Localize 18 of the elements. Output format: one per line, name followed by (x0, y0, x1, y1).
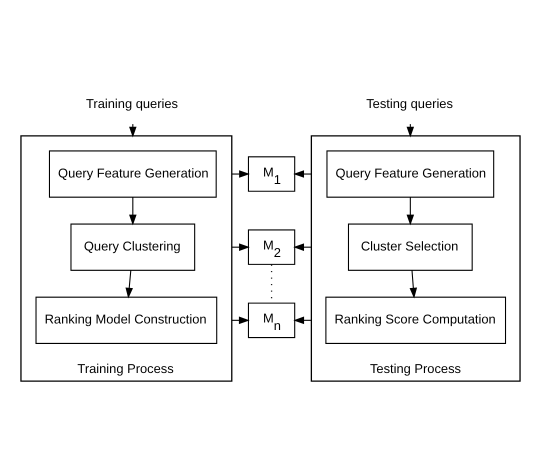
node-text: Testing queries (366, 96, 453, 111)
node-box: Query Feature Generation (326, 150, 494, 198)
node-box: Query Feature Generation (48, 150, 217, 198)
arrow (406, 197, 414, 226)
node-box: Ranking Score Computation (325, 296, 506, 344)
arrow (125, 270, 133, 299)
arrow (293, 170, 312, 178)
cluster (310, 135, 521, 382)
node-text: Training queries (86, 96, 178, 111)
node-box: Cluster Selection (348, 224, 473, 271)
node-box: Query Clustering (70, 224, 196, 271)
arrow (293, 243, 312, 251)
node-label: Training Process (77, 361, 174, 376)
node-label: Testing Process (370, 361, 461, 376)
arrow (410, 270, 418, 299)
cluster (20, 135, 232, 382)
node-box: Ranking Model Construction (35, 296, 218, 344)
arrow (129, 197, 137, 226)
